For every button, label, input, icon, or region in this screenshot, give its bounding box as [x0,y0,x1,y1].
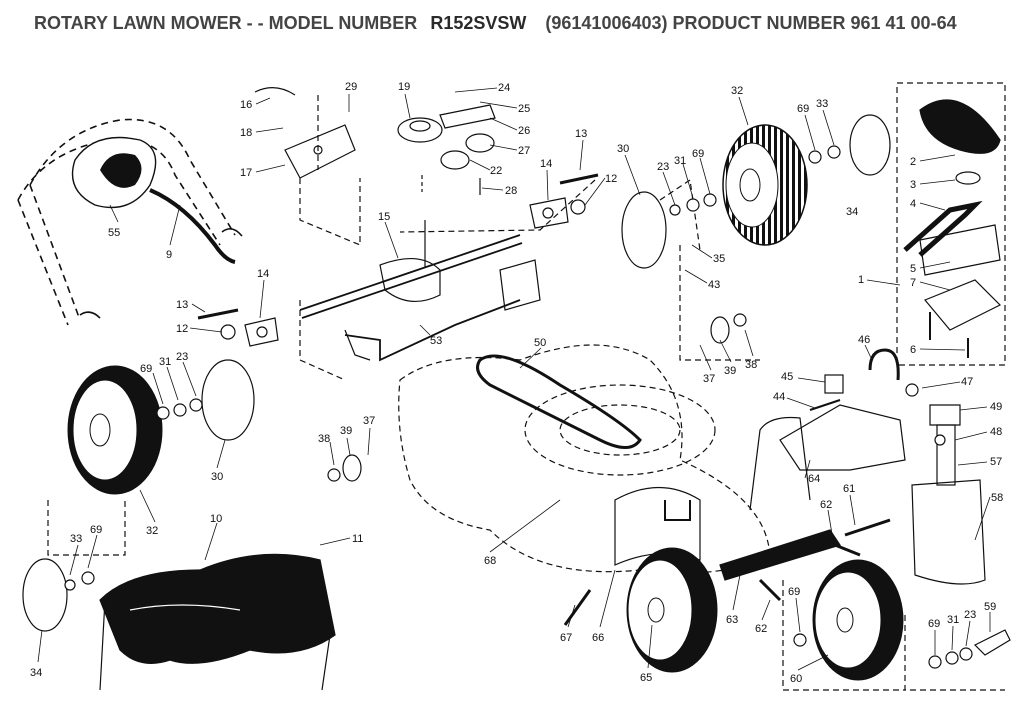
handle-grip [71,136,236,264]
callout: 10 [210,513,222,525]
callout: 12 [176,323,188,335]
hub-parts [22,114,973,669]
callout: 48 [990,426,1002,438]
callout: 5 [910,263,916,275]
callout: 31 [159,356,171,368]
callout: 31 [947,614,959,626]
callout: 69 [90,524,102,536]
callout: 22 [490,165,502,177]
callout: 62 [755,623,767,635]
callout: 69 [140,363,152,375]
callout: 9 [166,249,172,261]
callout: 13 [575,128,587,140]
callout: 1 [858,274,864,286]
callout: 57 [990,456,1002,468]
title-prefix: ROTARY LAWN MOWER - - MODEL NUMBER [34,13,418,33]
callout: 34 [30,667,42,679]
callout: 25 [518,103,530,115]
callout: 32 [146,525,158,537]
title-model-number: R152SVSW [430,13,527,33]
callout: 30 [617,143,629,155]
callout: 39 [724,365,736,377]
callout: 13 [176,299,188,311]
callout: 7 [910,277,916,289]
callout: 33 [70,533,82,545]
callout: 69 [797,103,809,115]
callout: 31 [674,155,686,167]
callout: 30 [211,471,223,483]
callout: 17 [240,167,252,179]
callout: 43 [708,279,720,291]
callout: 12 [605,173,617,185]
callout: 38 [745,359,757,371]
callout: 69 [692,148,704,160]
callout: 37 [703,373,715,385]
callout: 63 [726,614,738,626]
callout: 11 [352,533,363,545]
callout: 18 [240,127,252,139]
callout: 34 [846,206,858,218]
callout: 45 [781,371,793,383]
callout: 58 [991,492,1003,504]
drawing-lines [17,82,1011,691]
callout: 39 [340,425,352,437]
callout: 32 [731,85,743,97]
callout: 46 [858,334,870,346]
callout: 14 [257,268,269,280]
callout: 60 [790,673,802,685]
callout: 3 [910,179,916,191]
rear-wheel-right [722,124,808,246]
callout: 16 [240,99,252,111]
callout: 23 [657,161,669,173]
callout: 6 [910,344,916,356]
callout: 23 [176,351,188,363]
callout: 29 [345,81,357,93]
callout: 49 [990,401,1002,413]
diagram-title: ROTARY LAWN MOWER - - MODEL NUMBER R152S… [34,13,957,34]
callout: 64 [808,473,820,485]
callout: 44 [773,391,785,403]
callout: 47 [961,376,973,388]
leader-lines [37,87,991,671]
callout: 4 [910,198,916,210]
callout: 19 [398,81,410,93]
rear-wheel-left [67,365,163,495]
callout: 15 [378,211,390,223]
callout: 50 [534,337,546,349]
callout: 33 [816,98,828,110]
callout: 65 [640,672,652,684]
front-wheel-left [626,547,718,673]
callout: 24 [498,82,510,94]
callout: 68 [484,555,496,567]
callout: 28 [505,185,517,197]
front-wheel-right [812,559,904,681]
title-suffix: (96141006403) PRODUCT NUMBER 961 41 00-6… [545,13,957,33]
callout: 53 [430,335,442,347]
callout: 27 [518,145,530,157]
callout: 67 [560,632,572,644]
callout: 2 [910,156,916,168]
callout: 35 [713,253,725,265]
callout: 62 [820,499,832,511]
callout: 38 [318,433,330,445]
callout-labels: 16 18 17 29 19 24 25 26 27 22 28 13 14 1… [30,81,1003,685]
callout: 23 [964,609,976,621]
callout: 59 [984,601,996,613]
callout: 14 [540,158,552,170]
callout: 55 [108,227,120,239]
callout: 69 [928,618,940,630]
callout: 61 [843,483,855,495]
callout: 37 [363,415,375,427]
callout: 66 [592,632,604,644]
callout: 69 [788,586,800,598]
callout: 26 [518,125,530,137]
